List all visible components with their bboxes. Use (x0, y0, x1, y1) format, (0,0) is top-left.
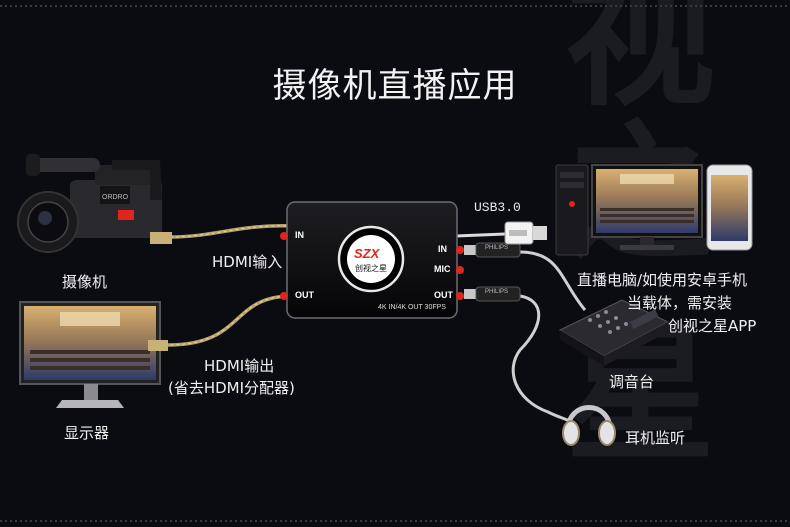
usb-plug (504, 221, 547, 245)
bottom-dotted-border (0, 520, 790, 522)
port-label-right-out: OUT (434, 290, 453, 300)
headphones (562, 405, 616, 446)
svg-text:ORDRO: ORDRO (102, 194, 129, 201)
plug-line-in (464, 242, 521, 258)
camcorder: ORDRO (17, 154, 172, 253)
port-label-left-out: OUT (295, 290, 314, 300)
hdmi-out-label: HDMI输出 (204, 357, 275, 375)
smartphone (706, 164, 753, 251)
cable-hdmi-in (169, 224, 293, 239)
monitor (19, 301, 168, 408)
usb-label: USB3.0 (474, 200, 521, 215)
mixer-label: 调音台 (609, 373, 655, 391)
capture-device (280, 201, 464, 319)
watermark-glyph-1: 视 (565, 0, 716, 127)
hdmi-in-label: HDMI输入 (212, 253, 283, 271)
plug-brand-line-in: PHILIPS (485, 245, 509, 251)
plug-headphone-out (464, 286, 521, 302)
port-label-right-mic: MIC (434, 264, 451, 274)
pc-label-line3: 创视之星APP (668, 317, 757, 335)
page-title: 摄像机直播应用 (272, 66, 518, 106)
camera-label: 摄像机 (62, 273, 108, 291)
hdmi-out-note: (省去HDMI分配器) (168, 379, 295, 397)
pc-tower (555, 164, 589, 256)
device-brand: SZX (354, 246, 380, 261)
cable-hdmi-out (167, 294, 293, 347)
pc-monitor (591, 164, 703, 250)
port-label-left-in: IN (295, 230, 304, 240)
audio-mixer (558, 299, 670, 366)
plug-brand-headphone: PHILIPS (485, 289, 509, 295)
headphone-label: 耳机监听 (625, 429, 686, 447)
pc-label-line2: 当载体，需安装 (627, 294, 733, 312)
port-label-right-in: IN (438, 244, 447, 254)
device-spec-text: 4K IN/4K OUT 30FPS (378, 304, 446, 311)
monitor-label: 显示器 (64, 424, 110, 442)
pc-label-line1: 直播电脑/如使用安卓手机 (577, 271, 748, 289)
device-brand-sub: 创视之星 (355, 264, 387, 273)
cable-headphone-out (511, 294, 576, 426)
cable-line-in (519, 250, 587, 311)
cable-usb (455, 232, 506, 238)
top-dotted-border (0, 5, 790, 7)
